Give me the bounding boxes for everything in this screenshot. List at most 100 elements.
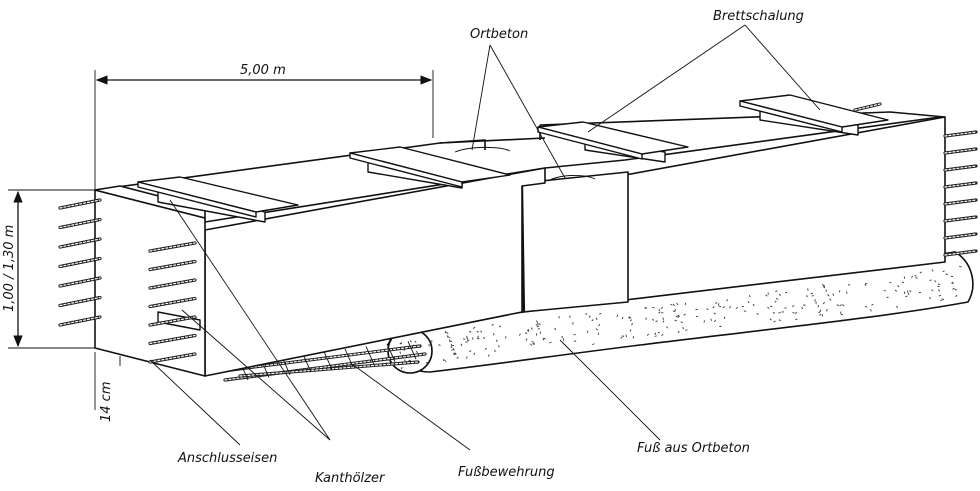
speckle — [715, 302, 718, 304]
speckle — [903, 276, 906, 279]
speckle — [942, 270, 945, 273]
speckle — [591, 319, 594, 322]
speckle — [941, 298, 945, 301]
speckle — [823, 286, 826, 289]
stirrup — [302, 354, 312, 373]
speckle — [822, 283, 824, 287]
ortbeton-pockets — [454, 146, 596, 182]
speckle — [569, 315, 571, 318]
stirrup — [386, 343, 396, 362]
speckle — [726, 299, 729, 302]
speckle — [518, 333, 521, 336]
starter-bar-left-outer-texture — [59, 199, 101, 209]
speckle — [952, 287, 955, 290]
speckle — [680, 321, 683, 324]
speckle — [549, 341, 552, 344]
speckle — [496, 339, 498, 342]
speckle — [865, 305, 868, 308]
speckle — [491, 323, 494, 326]
speckle — [673, 303, 675, 307]
starter-bar-left-inner-texture — [149, 316, 196, 326]
speckle — [530, 343, 533, 346]
speckle — [414, 340, 417, 343]
label-anschlusseisen: Anschlusseisen — [177, 451, 277, 466]
speckle — [533, 342, 535, 345]
speckle — [752, 303, 755, 307]
speckle — [776, 297, 779, 300]
stirrup — [344, 348, 354, 368]
speckle — [778, 319, 782, 322]
speckle — [674, 319, 677, 322]
speckle — [438, 344, 441, 346]
speckle — [473, 352, 476, 356]
speckle — [616, 314, 619, 317]
speckle — [477, 337, 480, 340]
speckle — [818, 311, 821, 314]
speckle — [661, 333, 664, 337]
starter-bar-left-outer-texture — [59, 296, 101, 307]
speckle — [677, 314, 680, 317]
speckle — [525, 338, 528, 341]
speckle — [442, 358, 445, 362]
speckle — [599, 312, 602, 315]
speckle — [662, 317, 665, 320]
concrete-speckle — [399, 266, 962, 370]
leader-lines — [149, 24, 821, 451]
label-thickness: 14 cm — [99, 382, 114, 423]
starter-bar-left-outer-texture — [59, 257, 101, 268]
speckle — [819, 313, 822, 316]
speckle — [769, 318, 772, 321]
speckle — [415, 350, 418, 354]
speckle — [453, 352, 456, 355]
speckle — [931, 289, 934, 292]
speckle — [822, 302, 826, 305]
speckle — [765, 294, 768, 297]
speckle — [469, 350, 472, 352]
starter-bar-right-texture — [944, 199, 977, 205]
speckle — [657, 331, 661, 334]
speckle — [456, 356, 459, 359]
speckle — [477, 335, 479, 338]
speckle — [449, 340, 453, 343]
speckle — [778, 312, 781, 314]
starter-bar-left-outer-texture — [59, 218, 101, 229]
speckle — [660, 306, 663, 309]
speckle — [448, 336, 451, 339]
speckle — [527, 329, 530, 332]
speckle — [465, 356, 468, 359]
speckle — [845, 291, 848, 294]
speckle — [823, 285, 826, 288]
speckle — [631, 322, 634, 326]
speckle — [756, 312, 759, 315]
starter-bar-right-texture — [944, 165, 977, 171]
label-brettschalung: Brettschalung — [713, 9, 804, 24]
speckle — [929, 296, 931, 300]
speckle — [468, 330, 472, 333]
speckle — [735, 306, 738, 309]
label-length: 5,00 m — [240, 63, 286, 78]
speckle — [628, 316, 632, 319]
front-panel-middle — [520, 171, 629, 313]
speckle — [713, 312, 716, 315]
speckle — [838, 290, 841, 293]
speckle — [473, 326, 476, 329]
speckle — [767, 306, 770, 309]
speckle — [450, 346, 453, 349]
speckle — [906, 290, 909, 293]
speckle — [467, 339, 470, 342]
starter-bar-right-texture — [944, 216, 977, 222]
speckle — [938, 289, 941, 292]
speckle — [409, 340, 412, 343]
speckle — [864, 283, 867, 287]
speckle — [554, 327, 557, 331]
speckle — [931, 269, 934, 272]
speckle — [909, 289, 912, 293]
speckle — [722, 306, 725, 309]
speckle — [625, 334, 627, 338]
speckle — [654, 332, 656, 336]
speckle — [658, 311, 661, 314]
starter-bars — [58, 102, 978, 364]
speckle — [915, 276, 918, 279]
starter-bar-right-texture — [944, 148, 977, 154]
